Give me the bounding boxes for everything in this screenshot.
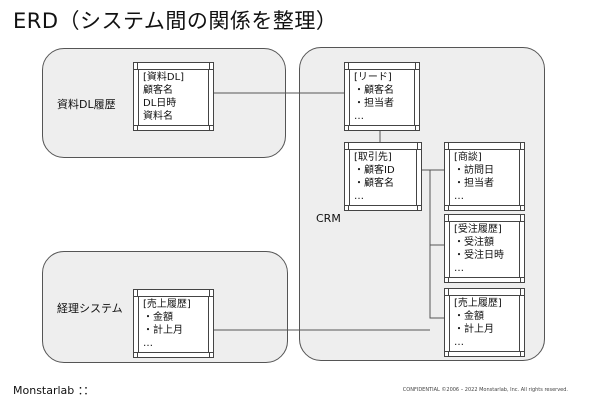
entity-sales-accounting-name: [売上履歴] [143,299,191,310]
field: ・受注日時 [454,250,504,261]
page-title: ERD（システム間の関係を整理） [13,9,338,33]
field: ・担当者 [454,178,494,189]
field: ・顧客名 [354,178,394,189]
group-label-crm: CRM [316,212,341,225]
copyright-text: CONFIDENTIAL ©2006 – 2022 Monstarlab, In… [402,387,568,393]
line-client-branch [420,169,444,319]
entity-sales-accounting: [売上履歴] ・金額 ・計上月 … [133,289,214,358]
field: DL日時 [143,98,177,109]
entity-sales-crm: [売上履歴] ・金額 ・計上月 … [444,288,525,357]
field: … [143,338,153,349]
entity-client: [取引先] ・顧客ID ・顧客名 … [344,142,422,211]
entity-order: [受注履歴] ・受注額 ・受注日時 … [444,214,525,283]
entity-order-name: [受注履歴] [454,224,502,235]
field: … [454,337,464,348]
field: … [454,191,464,202]
field: 顧客名 [143,85,173,96]
field: ・担当者 [354,98,394,109]
entity-deal: [商談] ・訪問日 ・担当者 … [444,142,525,211]
field: ・顧客ID [354,165,395,176]
entity-lead-name: [リード] [354,72,392,83]
field: ・計上月 [143,325,183,336]
field: ・訪問日 [454,165,494,176]
group-label-dl-history: 資料DL履歴 [57,98,116,111]
entity-lead: [リード] ・顧客名 ・担当者 … [344,62,420,131]
group-label-accounting: 経理システム [57,302,123,315]
entity-deal-name: [商談] [454,152,482,163]
brand-logo: Monstarlab ：： [13,384,95,397]
field: ・顧客名 [354,85,394,96]
entity-dl: [資料DL] 顧客名 DL日時 資料名 [133,62,214,131]
field: ・金額 [143,312,173,323]
entity-dl-name: [資料DL] [143,72,185,83]
field: … [354,111,364,122]
entity-sales-crm-name: [売上履歴] [454,298,502,309]
field: 資料名 [143,111,173,122]
entity-client-name: [取引先] [354,152,392,163]
field: … [354,191,364,202]
field: ・受注額 [454,237,494,248]
field: ・金額 [454,311,484,322]
field: ・計上月 [454,324,494,335]
field: … [454,263,464,274]
